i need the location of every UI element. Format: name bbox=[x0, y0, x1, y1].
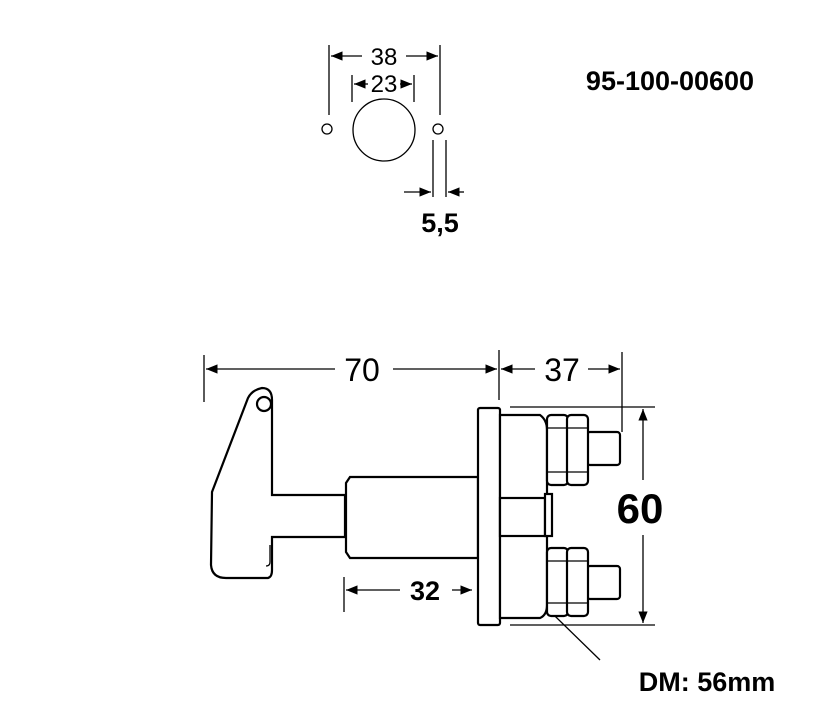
key-handle bbox=[209, 386, 347, 580]
dim-5-5: 5,5 bbox=[421, 208, 459, 238]
center-stub bbox=[498, 496, 547, 538]
dim-23: 23 bbox=[371, 71, 398, 98]
dim-70: 70 bbox=[344, 352, 380, 388]
dm-label: DM: 56mm bbox=[639, 667, 776, 697]
flange bbox=[476, 406, 502, 627]
upper-terminal bbox=[545, 413, 622, 487]
dim-38: 38 bbox=[371, 44, 398, 71]
mount-hole-right bbox=[432, 123, 444, 135]
shaft-sleeve bbox=[344, 475, 480, 560]
mount-hole-left bbox=[321, 123, 333, 135]
front-view: 38 23 5,5 bbox=[321, 44, 464, 238]
key-ring-hole bbox=[255, 395, 273, 413]
dim-37: 37 bbox=[544, 352, 580, 388]
stub-tab bbox=[543, 492, 554, 538]
lower-terminal bbox=[545, 546, 622, 618]
center-hole bbox=[352, 98, 416, 162]
part-number: 95-100-00600 bbox=[586, 66, 754, 96]
dim-60: 60 bbox=[617, 485, 664, 532]
battery-switch bbox=[209, 386, 622, 627]
dim-32: 32 bbox=[410, 576, 440, 606]
